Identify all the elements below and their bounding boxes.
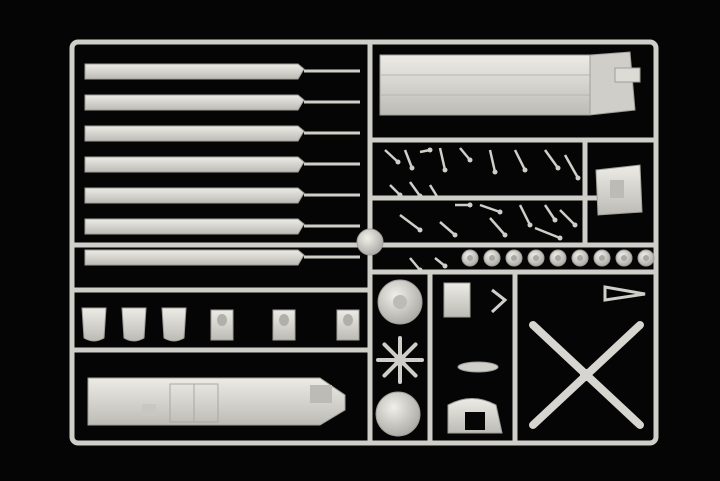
- small-part-knob: [417, 227, 423, 233]
- backrest-detail: [343, 314, 353, 326]
- small-part-knob: [427, 147, 433, 153]
- wheel-hub: [533, 255, 539, 261]
- fuselage-panel: [379, 51, 641, 116]
- small-part: [409, 257, 421, 271]
- dome-part: [375, 391, 421, 437]
- wheel-hub: [599, 255, 605, 261]
- wheel-hub: [577, 255, 583, 261]
- small-part: [399, 214, 421, 231]
- small-part-knob: [467, 157, 473, 163]
- small-part: [438, 147, 447, 171]
- small-part: [559, 209, 576, 226]
- small-part: [439, 221, 456, 236]
- small-part-knob: [467, 202, 473, 208]
- seat-shell: [121, 307, 147, 342]
- rotor-blade: [84, 218, 305, 235]
- triangle-part: [603, 285, 646, 302]
- small-part-knob: [575, 175, 581, 181]
- star-hub: [376, 336, 424, 384]
- small-part-knob: [502, 232, 508, 238]
- small-part: [543, 204, 557, 221]
- tail-rotor-cross: [529, 321, 644, 429]
- wheel-hub: [555, 255, 561, 261]
- wheel-hub: [643, 255, 649, 261]
- rotor-blade: [84, 249, 305, 266]
- small-part-knob: [442, 167, 448, 173]
- small-part-knob: [555, 165, 561, 171]
- small-part: [479, 203, 501, 214]
- rotor-blades-group: [84, 63, 360, 266]
- wheel-hub: [489, 255, 495, 261]
- small-part: [488, 149, 497, 173]
- small-part-knob: [395, 159, 401, 165]
- small-part-knob: [572, 222, 578, 228]
- small-part-knob: [527, 222, 533, 228]
- wheel-hub: [621, 255, 627, 261]
- small-part-knob: [417, 193, 423, 199]
- tail-rotor-hub: [580, 369, 592, 381]
- small-parts-cluster: [384, 147, 581, 273]
- small-part-knob: [442, 263, 448, 269]
- wheel-hub: [467, 255, 473, 261]
- fuselage-floor: [87, 377, 346, 426]
- small-part-knob: [417, 267, 423, 273]
- seat-parts-row: [81, 307, 360, 342]
- rotor-blade: [84, 187, 305, 204]
- sprue-frame: [69, 39, 659, 446]
- wheel-hub: [511, 255, 517, 261]
- seat-shell: [161, 307, 187, 342]
- side-panel: [595, 164, 643, 216]
- small-part: [408, 181, 422, 197]
- rotor-blade: [84, 94, 305, 111]
- small-part-knob: [409, 165, 415, 171]
- small-part-knob: [497, 209, 503, 215]
- small-part: [384, 149, 399, 163]
- small-part-knob: [552, 217, 558, 223]
- small-part-knob: [522, 167, 528, 173]
- rotor-hub: [356, 228, 384, 256]
- small-part-knob: [557, 235, 563, 241]
- backrest-detail: [279, 314, 289, 326]
- small-part: [428, 184, 440, 199]
- small-part: [563, 154, 580, 179]
- small-part: [534, 226, 561, 240]
- small-part-knob: [435, 195, 441, 201]
- backrest-detail: [217, 314, 227, 326]
- small-part-knob: [397, 192, 403, 198]
- rotor-blade: [84, 125, 305, 142]
- small-part-knob: [492, 169, 498, 175]
- small-part-knob: [452, 232, 458, 238]
- star-center: [394, 354, 406, 366]
- small-part: [543, 149, 560, 169]
- rotor-blade: [84, 63, 305, 80]
- small-part: [518, 204, 532, 226]
- small-part: [513, 149, 527, 171]
- rotor-blade: [84, 156, 305, 173]
- small-part: [489, 217, 506, 236]
- small-part: [459, 147, 471, 161]
- middle-panels: [443, 282, 508, 434]
- wheels-row: [461, 249, 655, 267]
- seat-shell: [81, 307, 107, 342]
- gear-wheel: [377, 279, 423, 325]
- small-part: [403, 149, 414, 169]
